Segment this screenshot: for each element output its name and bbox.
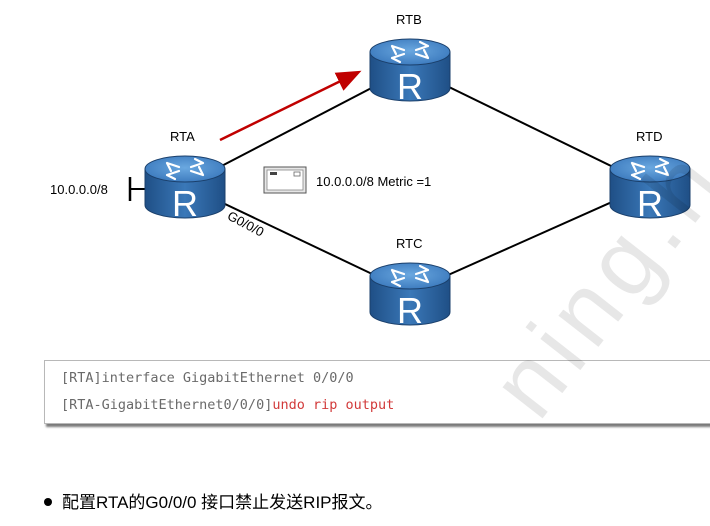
router-letter: R <box>172 183 198 224</box>
router-arrows-icon <box>165 157 205 181</box>
command-line-1: [RTA]interface GigabitEthernet 0/0/0 <box>61 370 354 386</box>
router-body <box>369 275 451 326</box>
router-body <box>609 168 691 219</box>
command-box: [RTA]interface GigabitEthernet 0/0/0 [RT… <box>44 360 710 424</box>
network-label: 10.0.0.0/8 <box>50 182 108 197</box>
router-top <box>369 38 451 66</box>
command-prompt: [RTA-GigabitEthernet0/0/0] <box>61 397 273 413</box>
bullet-item: 配置RTA的G0/0/0 接口禁止发送RIP报文。 <box>44 488 383 513</box>
router-rta: R <box>144 155 226 224</box>
router-body <box>144 168 226 219</box>
router-top <box>144 155 226 183</box>
router-rtd: R <box>609 155 691 224</box>
router-arrows-icon <box>390 40 430 64</box>
router-rtc: R <box>369 262 451 331</box>
router-arrows-icon <box>390 264 430 288</box>
router-label-rtc: RTC <box>396 236 423 251</box>
command-line-2: [RTA-GigabitEthernet0/0/0]undo rip outpu… <box>61 397 394 413</box>
router-body <box>369 51 451 102</box>
bullet-text: 配置RTA的G0/0/0 接口禁止发送RIP报文。 <box>62 493 383 512</box>
router-top <box>369 262 451 290</box>
router-letter: R <box>397 290 423 331</box>
bullet-dot <box>44 497 52 506</box>
router-letter: R <box>637 183 663 224</box>
update-arrow <box>219 70 362 142</box>
router-label-rtd: RTD <box>636 129 663 144</box>
router-label-rta: RTA <box>170 129 195 144</box>
router-top <box>609 155 691 183</box>
update-label: 10.0.0.0/8 Metric =1 <box>316 174 432 189</box>
router-letter: R <box>397 66 423 107</box>
router-rtb: R <box>369 38 451 107</box>
router-arrows-icon <box>630 157 670 181</box>
router-label-rtb: RTB <box>396 12 422 27</box>
command-text: undo rip output <box>272 397 395 413</box>
update-packet-icon <box>263 166 307 194</box>
